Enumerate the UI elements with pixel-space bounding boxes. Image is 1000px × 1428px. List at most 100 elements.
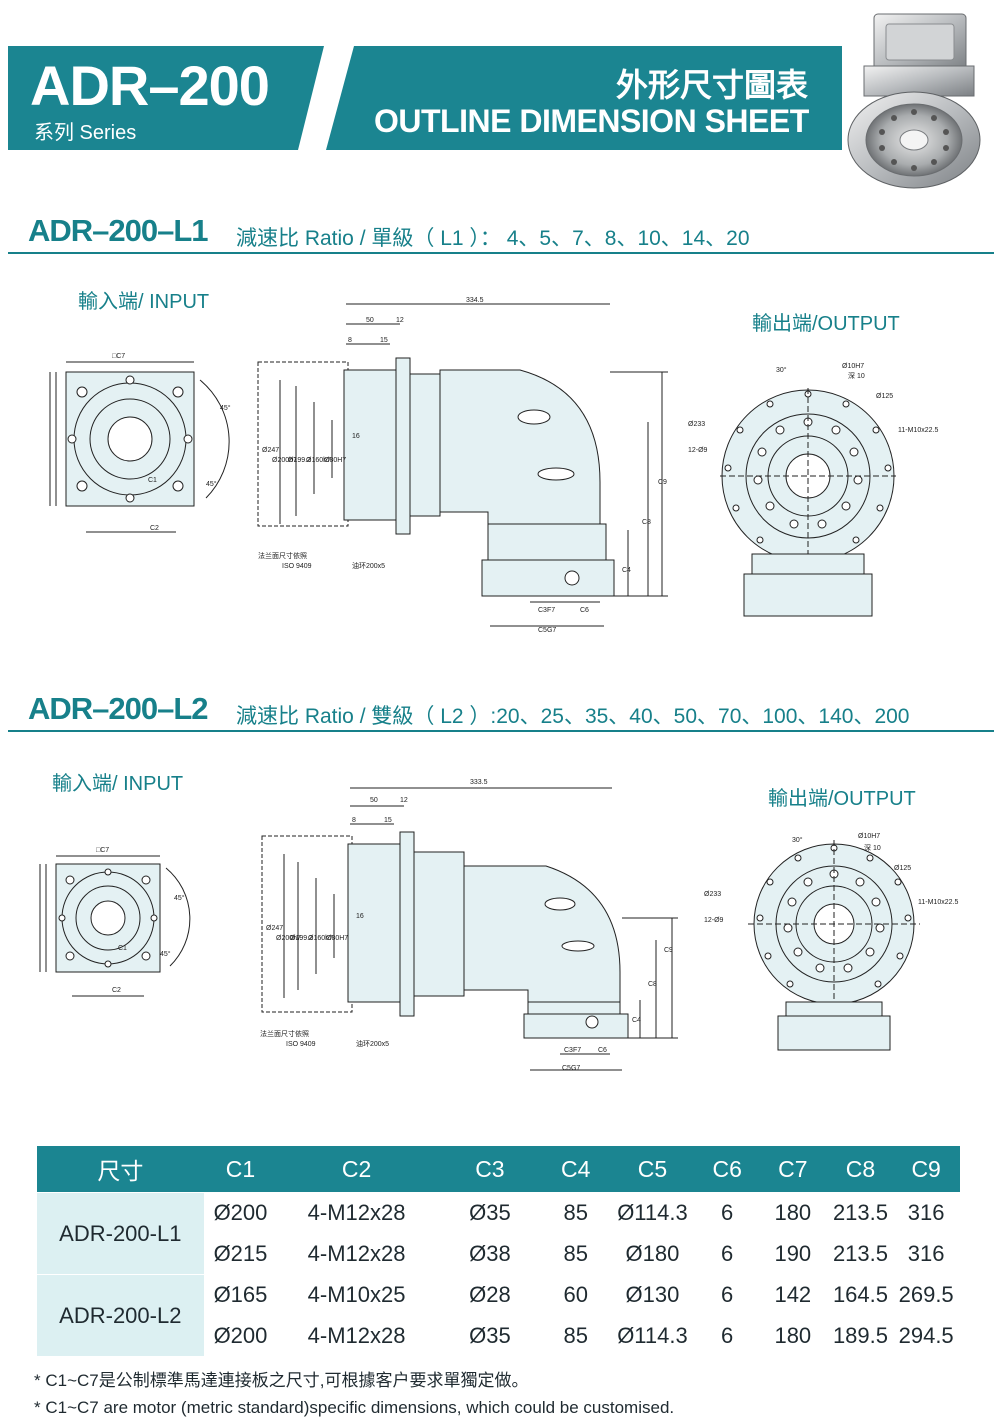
table-cell: 60 bbox=[542, 1274, 609, 1316]
table-cell: 85 bbox=[542, 1315, 609, 1357]
dim-h10: Ø10H7 bbox=[858, 833, 880, 840]
table-cell: 213.5 bbox=[827, 1192, 894, 1234]
header-cell: C2 bbox=[276, 1146, 437, 1193]
table-cell: Ø35 bbox=[435, 1192, 544, 1234]
section-l1-title: ADR–200–L1 bbox=[28, 213, 209, 248]
table-cell: 180 bbox=[756, 1315, 829, 1357]
dim-d247: Ø247 bbox=[262, 447, 279, 454]
dim-deep10: 深 10 bbox=[848, 371, 865, 380]
dim-overall-length: 333.5 bbox=[470, 779, 488, 786]
dim-15: 15 bbox=[380, 337, 388, 344]
dim-16: 16 bbox=[356, 913, 364, 920]
dim-c1: C1 bbox=[118, 945, 127, 952]
dim-h10: Ø10H7 bbox=[842, 363, 864, 370]
header-left-banner bbox=[8, 46, 324, 150]
table-cell: Ø215 bbox=[203, 1233, 278, 1275]
dim-15: 15 bbox=[384, 817, 392, 824]
table-row: Ø215 4-M12x28 Ø38 85 Ø180 6 190 213.5 31… bbox=[37, 1233, 960, 1275]
table-row: ADR-200-L1 Ø200 4-M12x28 Ø35 85 Ø114.3 6… bbox=[36, 1192, 960, 1275]
table-cell: Ø165 bbox=[203, 1274, 278, 1316]
table-cell: 164.5 bbox=[827, 1274, 894, 1316]
section-l1-divider bbox=[8, 252, 994, 254]
dim-c3: C3F7 bbox=[564, 1047, 581, 1054]
dim-c1: C1 bbox=[148, 477, 157, 484]
table-cell: Ø180 bbox=[607, 1233, 698, 1275]
table-cell: Ø35 bbox=[435, 1315, 544, 1357]
dim-d160: Ø160h7 bbox=[306, 457, 331, 464]
table-row: ADR-200-L2 Ø165 4-M10x25 Ø28 60 Ø130 6 1… bbox=[36, 1274, 960, 1357]
table-cell: 189.5 bbox=[827, 1315, 894, 1357]
table-cell: 85 bbox=[542, 1192, 609, 1234]
drawing-l2: □C7 C2 C1 45° 45° 333.5 50 12 8 15 16 Ø2… bbox=[39, 779, 958, 1072]
sheet-title-en: OUTLINE DIMENSION SHEET bbox=[374, 103, 809, 139]
table-cell: 85 bbox=[542, 1233, 609, 1275]
header-right-banner bbox=[326, 46, 842, 150]
table-header-row: 尺寸 C1 C2 C3 C4 C5 C6 C7 C8 C9 bbox=[36, 1146, 960, 1193]
table-cell: 213.5 bbox=[827, 1233, 894, 1275]
dim-overall-length: 334.5 bbox=[466, 297, 484, 304]
dim-c5: C5G7 bbox=[538, 627, 556, 634]
table-cell: Ø200 bbox=[203, 1192, 278, 1234]
table-cell: 6 bbox=[696, 1274, 758, 1316]
dim-c7: □C7 bbox=[112, 353, 125, 360]
dim-50: 50 bbox=[366, 317, 374, 324]
dim-30deg: 30° bbox=[776, 366, 787, 374]
table-cell: 6 bbox=[696, 1233, 758, 1275]
table-cell: 294.5 bbox=[892, 1315, 960, 1357]
output-label-l1: 輸出端/OUTPUT bbox=[752, 313, 900, 335]
oil-ring-note: 油环200x5 bbox=[356, 1039, 389, 1048]
dim-c9: C9 bbox=[658, 479, 667, 486]
dim-30deg: 30° bbox=[792, 836, 803, 844]
header-cell: C3 bbox=[436, 1146, 544, 1193]
dim-d233: Ø233 bbox=[688, 421, 705, 428]
dim-d160: Ø160h7 bbox=[308, 935, 333, 942]
dim-angle-b: 45° bbox=[160, 950, 171, 958]
dim-c4: C4 bbox=[632, 1017, 641, 1024]
sheet-title-cn: 外形尺寸圖表 bbox=[615, 67, 808, 103]
table-cell: 316 bbox=[892, 1192, 960, 1234]
table-cell: 190 bbox=[756, 1233, 829, 1275]
table-row: Ø200 4-M12x28 Ø35 85 Ø114.3 6 180 189.5 … bbox=[37, 1315, 960, 1357]
header-cell: C4 bbox=[543, 1146, 609, 1193]
model-cell: ADR-200-L1 bbox=[36, 1192, 205, 1275]
table-cell: Ø38 bbox=[435, 1233, 544, 1275]
table-cell: 4-M12x28 bbox=[276, 1192, 437, 1234]
gearbox-product-image bbox=[847, 13, 981, 189]
dim-c6: C6 bbox=[580, 607, 589, 614]
table-cell: 316 bbox=[892, 1233, 960, 1275]
flange-note: 法兰面尺寸依照 bbox=[260, 1029, 309, 1038]
drawing-l1: □C7 C2 C1 45° 45° 334.5 50 12 8 15 16 Ø2… bbox=[49, 297, 938, 634]
dim-d125: Ø125 bbox=[876, 393, 893, 400]
dim-50: 50 bbox=[370, 797, 378, 804]
dim-c2: C2 bbox=[112, 987, 121, 994]
model-cell: ADR-200-L2 bbox=[36, 1274, 205, 1357]
dim-m10: 11-M10x22.5 bbox=[918, 899, 958, 906]
dim-m10: 11-M10x22.5 bbox=[898, 427, 938, 434]
dim-deep10: 深 10 bbox=[864, 843, 881, 852]
series-subtitle: 系列 Series bbox=[34, 122, 137, 144]
iso-note: ISO 9409 bbox=[282, 563, 312, 570]
dim-angle-a: 45° bbox=[220, 404, 231, 412]
header-cell: C6 bbox=[696, 1146, 758, 1193]
header-cell: C1 bbox=[204, 1146, 277, 1193]
header-cell: 尺寸 bbox=[36, 1146, 205, 1193]
iso-note: ISO 9409 bbox=[286, 1041, 316, 1048]
header-cell: C5 bbox=[608, 1146, 697, 1193]
table-cell: 142 bbox=[756, 1274, 829, 1316]
dim-d247: Ø247 bbox=[266, 925, 283, 932]
table-cell: Ø130 bbox=[607, 1274, 698, 1316]
table-cell: Ø200 bbox=[203, 1315, 278, 1357]
table-cell: 269.5 bbox=[892, 1274, 960, 1316]
section-l2-title: ADR–200–L2 bbox=[28, 691, 209, 726]
table-cell: 6 bbox=[696, 1315, 758, 1357]
flange-note: 法兰面尺寸依照 bbox=[258, 551, 307, 560]
dim-d80: Ø80H7 bbox=[326, 935, 348, 942]
table-cell: 4-M10x25 bbox=[276, 1274, 437, 1316]
table-cell: 180 bbox=[756, 1192, 829, 1234]
table-cell: Ø28 bbox=[435, 1274, 544, 1316]
header-cell: C7 bbox=[757, 1146, 829, 1193]
table-cell: Ø114.3 bbox=[607, 1315, 698, 1357]
section-l2-ratio: 減速比 Ratio / 雙級（ L2 ）:20、25、35、40、50、70、1… bbox=[236, 705, 910, 728]
dim-c8: C8 bbox=[648, 981, 657, 988]
section-l2-divider bbox=[8, 730, 994, 732]
